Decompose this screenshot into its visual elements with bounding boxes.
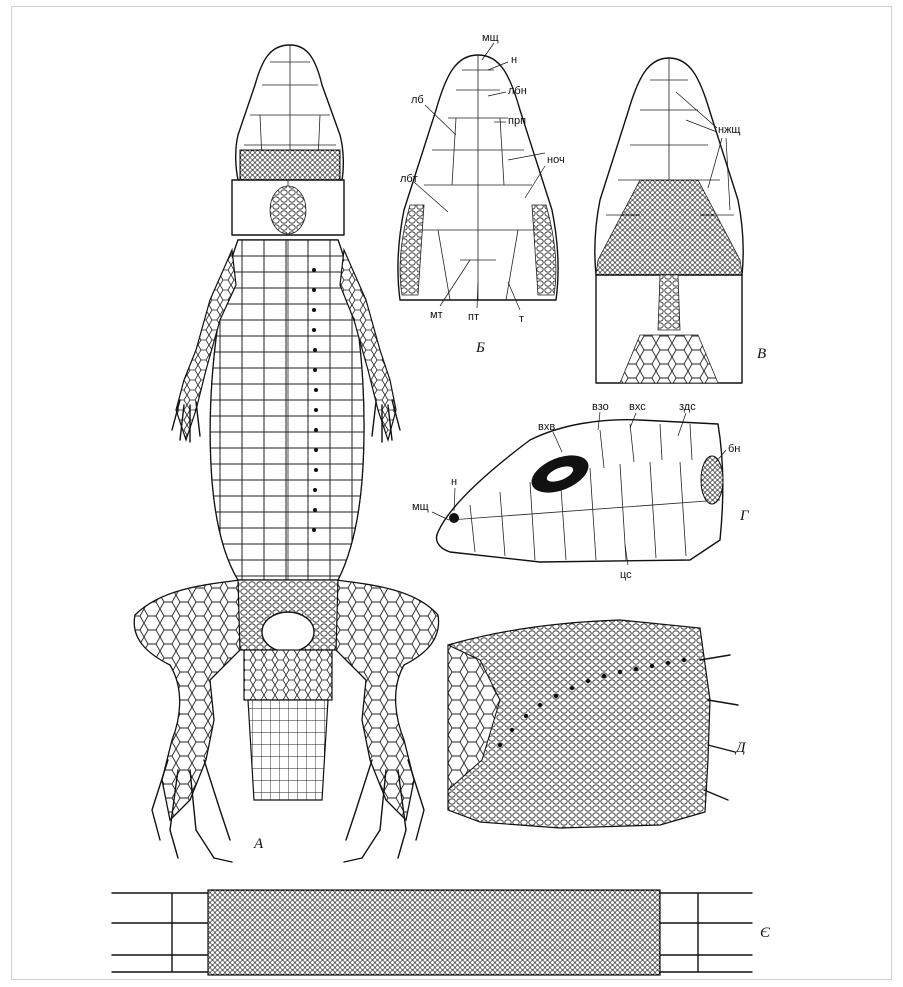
b-label-n: н: [511, 54, 517, 66]
b-label-pt: пт: [468, 311, 479, 323]
panel-b-letter: Б: [475, 340, 485, 356]
ye-right-rings: [660, 893, 752, 972]
b-label-mt: мт: [430, 309, 443, 321]
v-label-nzhshch: нжщ: [718, 124, 740, 136]
g-label-zds: здс: [679, 401, 696, 413]
panel-g-head-lateral: вхв взо вхс здс бн н мщ цс Г: [412, 401, 750, 581]
a-head-granules: [240, 150, 340, 180]
a-right-hindlimb: [336, 580, 439, 820]
v-collar-midline-scales: [658, 275, 680, 330]
b-label-mshch: мщ: [482, 32, 499, 44]
panel-v-head-ventral: нжщ В: [595, 58, 766, 383]
a-left-hindlimb: [134, 580, 240, 820]
g-label-vkhv: вхв: [538, 421, 555, 433]
a-tail: [248, 700, 328, 800]
panel-ye-tail-segment: Є: [112, 890, 771, 975]
panel-a-ventral-view: А: [134, 45, 438, 862]
b-label-lb: лб: [411, 94, 424, 106]
g-label-mshch: мщ: [412, 501, 429, 513]
g-label-n: н: [451, 476, 457, 488]
a-anal-shield: [262, 612, 314, 652]
g-label-bn: бн: [728, 443, 740, 455]
b-label-t: т: [519, 313, 524, 325]
panel-v-letter: В: [757, 346, 766, 362]
panel-b-head-dorsal: мщ н лбн прп лб ноч лбт мт пт т Б: [398, 32, 565, 356]
ye-granular-band: [208, 890, 660, 975]
g-ear-opening: [701, 456, 723, 504]
ye-left-rings: [112, 893, 208, 972]
panel-d-letter: Д: [734, 740, 747, 756]
a-throat-scales: [270, 186, 306, 234]
g-label-vzo: взо: [592, 401, 609, 413]
panel-a-letter: А: [253, 836, 264, 852]
b-label-noch: ноч: [547, 154, 565, 166]
g-label-vkhs: вхс: [629, 401, 646, 413]
b-label-lbn: лбн: [508, 85, 527, 97]
panel-g-letter: Г: [739, 508, 750, 524]
b-label-lbt: лбт: [400, 173, 418, 185]
b-label-prp: прп: [508, 115, 526, 127]
g-nostril: [449, 513, 459, 523]
a-tail-base: [244, 650, 332, 700]
g-label-ts: цс: [620, 569, 632, 581]
g-head-outline: [437, 420, 723, 562]
panel-d-femoral-scales: Д: [448, 620, 747, 828]
panel-ye-letter: Є: [760, 925, 771, 941]
